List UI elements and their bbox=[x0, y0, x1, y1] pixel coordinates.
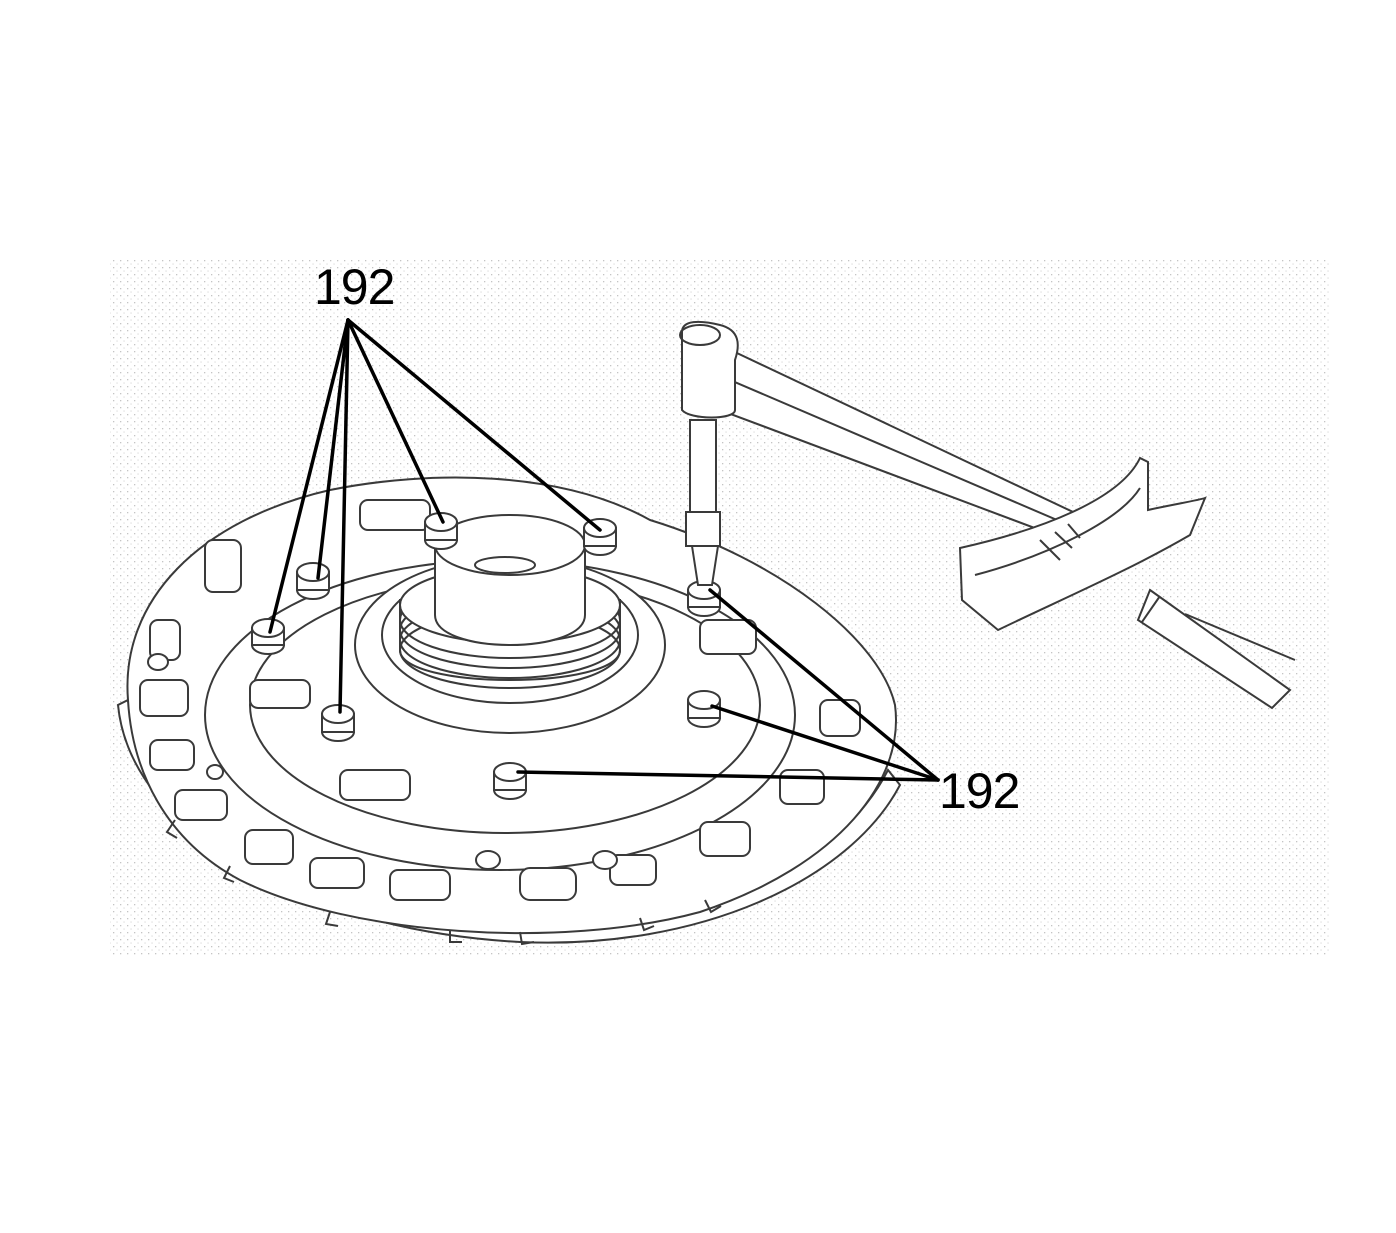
callout-label-right: 192 bbox=[939, 763, 1020, 819]
bolt-6 bbox=[687, 580, 721, 617]
oil-passages bbox=[139, 499, 861, 901]
bolts bbox=[251, 512, 721, 800]
bolt-1 bbox=[296, 562, 330, 600]
leader-right-1 bbox=[708, 588, 940, 782]
wrench-extension bbox=[689, 419, 717, 516]
leader-top-1 bbox=[268, 318, 350, 634]
wrench-head bbox=[681, 320, 739, 419]
wrench-grip bbox=[1136, 588, 1292, 710]
callout-label-top: 192 bbox=[314, 259, 395, 315]
bolt-4 bbox=[424, 512, 458, 550]
bolt-5 bbox=[583, 518, 617, 556]
leader-right-3 bbox=[516, 770, 940, 782]
bolt-7 bbox=[687, 690, 721, 728]
leader-top-5 bbox=[346, 318, 602, 532]
wrench-scale bbox=[958, 456, 1207, 632]
leader-lines bbox=[268, 318, 940, 782]
leader-top-4 bbox=[346, 318, 445, 524]
bolt-8 bbox=[493, 762, 527, 800]
bolt-2 bbox=[251, 618, 285, 655]
leader-top-3 bbox=[338, 318, 350, 714]
flange-notches bbox=[165, 819, 722, 946]
leader-top-2 bbox=[316, 318, 350, 580]
leader-right-2 bbox=[710, 704, 940, 782]
bolt-3 bbox=[321, 704, 355, 742]
torque-wrench bbox=[679, 320, 1296, 710]
stator-hub bbox=[399, 514, 621, 689]
